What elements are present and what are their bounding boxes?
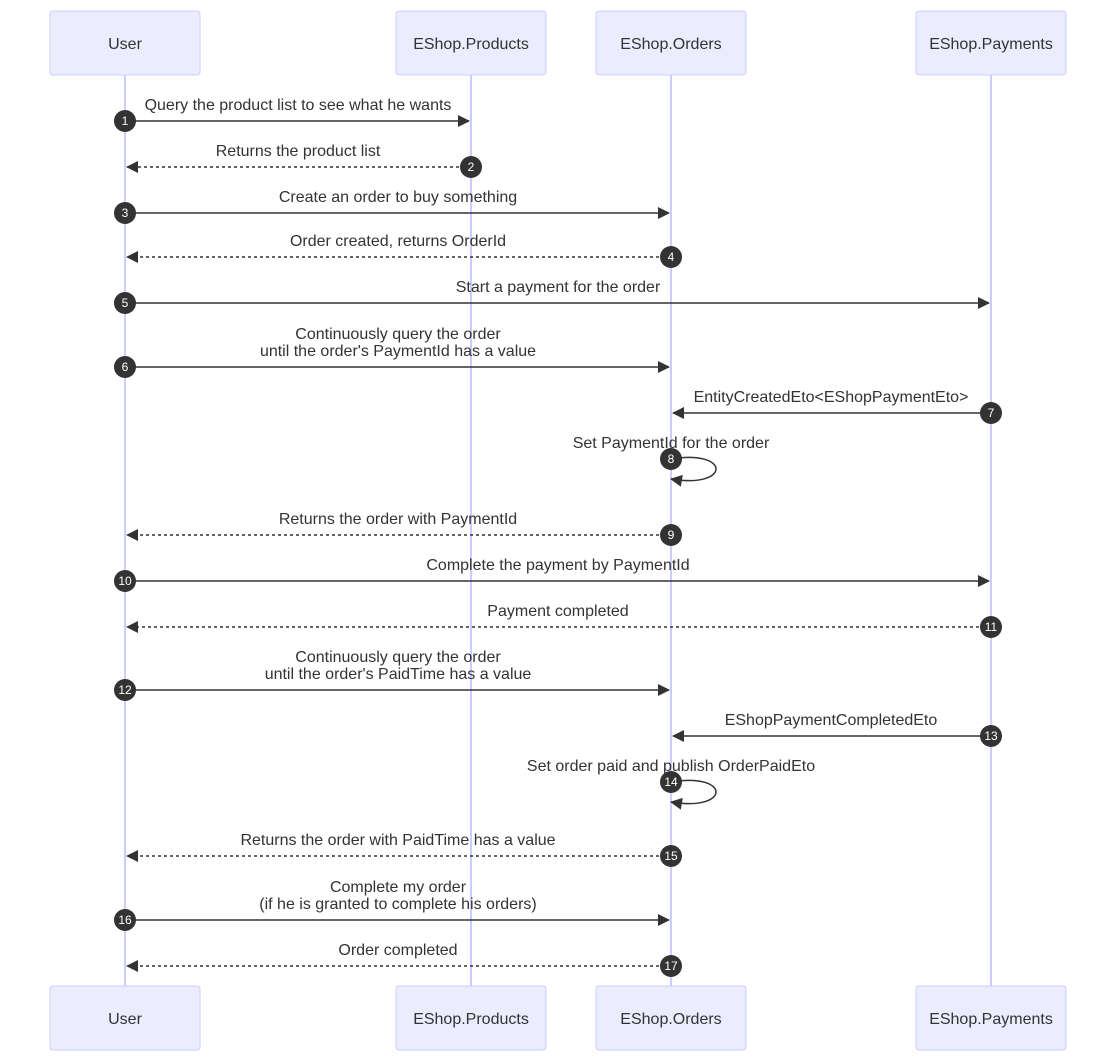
message-label: Returns the order with PaidTime has a va… [240,832,555,849]
actor-box [49,10,201,76]
actor-orders-top: EShop.Orders [595,10,747,76]
sequence-number-badge [114,909,136,931]
sequence-number-badge [114,356,136,378]
message-label: EntityCreatedEto<EShopPaymentEto> [694,389,969,406]
message-7: EntityCreatedEto<EShopPaymentEto> 7 [672,389,1002,424]
message-label: Order completed [338,942,457,959]
message-label: Set order paid and publish OrderPaidEto [527,758,815,775]
actor-products-top: EShop.Products [395,10,547,76]
message-label: Payment completed [487,603,628,620]
sequence-number-badge [660,448,682,470]
self-message-arrow [670,779,717,810]
actor-payments-bottom: EShop.Payments [915,985,1067,1051]
actor-box [915,985,1067,1051]
actor-box [595,985,747,1051]
sequence-number-badge [660,524,682,546]
message-label: Order created, returns OrderId [290,233,506,250]
sequence-number: 4 [668,250,675,264]
sequence-number: 12 [118,683,132,697]
message-label: Returns the order with PaymentId [279,511,517,528]
message-9: Returns the order with PaymentId 9 [126,511,682,546]
sequence-number-badge [114,202,136,224]
sequence-number: 6 [122,360,129,374]
actor-label: EShop.Payments [929,1011,1053,1028]
sequence-number: 13 [984,729,998,743]
message-label: until the order's PaidTime has a value [265,666,532,683]
message-label: Set PaymentId for the order [573,435,770,452]
message-label: Complete my order [330,879,467,896]
sequence-number-badge [980,402,1002,424]
message-label: Continuously query the order [295,649,501,666]
message-11: Payment completed 11 [126,603,1002,638]
actor-label: User [108,1011,142,1028]
message-label: Continuously query the order [295,326,501,343]
actor-label: EShop.Orders [620,1011,721,1028]
actor-products-bottom: EShop.Products [395,985,547,1051]
sequence-number-badge [660,955,682,977]
sequence-number: 11 [985,620,998,634]
message-label: EShopPaymentCompletedEto [725,712,938,729]
actor-label: EShop.Products [413,36,529,53]
message-15: Returns the order with PaidTime has a va… [126,832,682,867]
sequence-number: 9 [668,528,675,542]
actor-label: EShop.Payments [929,36,1053,53]
actor-box [915,10,1067,76]
message-1: Query the product list to see what he wa… [114,97,470,132]
message-2: Returns the product list 2 [126,143,482,178]
actor-user-top: User [49,10,201,76]
sequence-number: 8 [668,452,675,466]
sequence-number: 7 [988,406,995,420]
self-message-arrow [670,456,717,487]
message-14: Set order paid and publish OrderPaidEto1… [527,758,815,810]
message-label: (if he is granted to complete his orders… [259,896,536,913]
sequence-number-badge [114,679,136,701]
sequence-number-badge [660,845,682,867]
sequence-number-badge [660,771,682,793]
message-label: Complete the payment by PaymentId [426,557,689,574]
sequence-number-badge [114,570,136,592]
sequence-number-badge [980,725,1002,747]
sequence-number: 3 [122,206,129,220]
sequence-number-badge [980,616,1002,638]
message-label: Returns the product list [216,143,381,160]
sequence-number: 16 [118,913,132,927]
actor-orders-bottom: EShop.Orders [595,985,747,1051]
sequence-number: 5 [122,296,129,310]
message-3: Create an order to buy something 3 [114,189,670,224]
sequence-number-badge [114,292,136,314]
message-label: Query the product list to see what he wa… [145,97,452,114]
sequence-number: 17 [664,959,678,973]
sequence-number: 14 [664,775,678,789]
sequence-number-badge [460,156,482,178]
message-13: EShopPaymentCompletedEto 13 [672,712,1002,747]
sequence-number: 10 [118,574,132,588]
actor-box [395,10,547,76]
sequence-number-badge [660,246,682,268]
actor-label: User [108,36,142,53]
actor-box [595,10,747,76]
message-17: Order completed 17 [126,942,682,977]
message-4: Order created, returns OrderId 4 [126,233,682,268]
actor-payments-top: EShop.Payments [915,10,1067,76]
message-label: Create an order to buy something [279,189,517,206]
message-label: until the order's PaymentId has a value [260,343,536,360]
message-label: Start a payment for the order [456,279,661,296]
message-10: Complete the payment by PaymentId 10 [114,557,990,592]
actor-box [49,985,201,1051]
actor-box [395,985,547,1051]
message-5: Start a payment for the order 5 [114,279,990,314]
actor-label: EShop.Orders [620,36,721,53]
actor-user-bottom: User [49,985,201,1051]
sequence-number-badge [114,110,136,132]
message-16: Complete my order(if he is granted to co… [114,879,670,931]
sequence-number: 15 [664,849,678,863]
sequence-number: 1 [122,114,129,128]
actor-label: EShop.Products [413,1011,529,1028]
sequence-number: 2 [468,160,475,174]
